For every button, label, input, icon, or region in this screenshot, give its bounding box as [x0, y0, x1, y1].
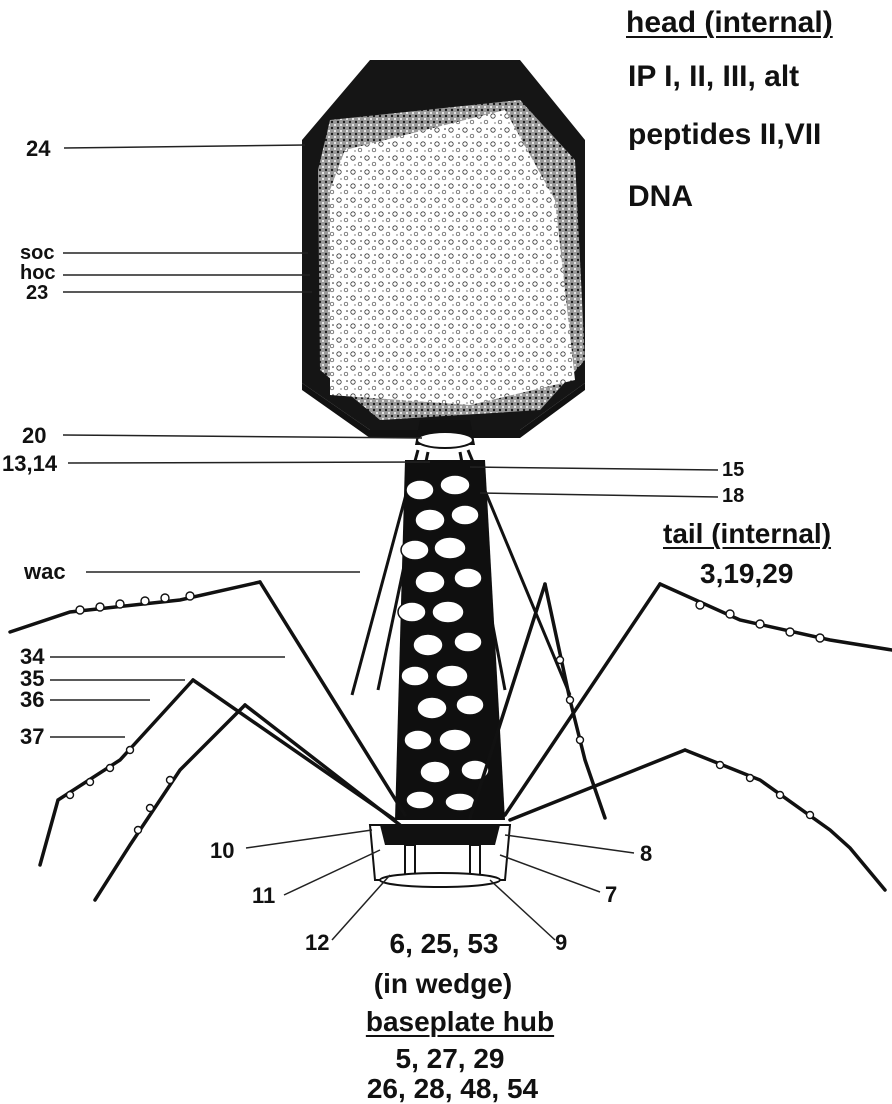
head-internal-title: head (internal) — [626, 8, 833, 38]
label-8: 8 — [640, 843, 652, 865]
label-24: 24 — [26, 138, 50, 160]
label-36: 36 — [20, 689, 44, 711]
label-9: 9 — [555, 932, 567, 954]
label-13-14: 13,14 — [2, 453, 57, 475]
label-soc: soc — [20, 243, 54, 263]
hub-genes-2: 26, 28, 48, 54 — [345, 1075, 560, 1103]
head-internal-line2: peptides II,VII — [628, 120, 821, 150]
head-capsid — [302, 60, 585, 438]
hub-wedge-note: (in wedge) — [358, 970, 528, 998]
tail-internal-line1: 3,19,29 — [700, 560, 793, 588]
label-7: 7 — [605, 884, 617, 906]
label-wac: wac — [24, 561, 66, 583]
hub-genes-1: 5, 27, 29 — [380, 1045, 520, 1073]
hub-title: baseplate hub — [350, 1008, 570, 1036]
label-15: 15 — [722, 460, 744, 480]
label-10: 10 — [210, 840, 234, 862]
label-23: 23 — [26, 283, 48, 303]
collar — [415, 420, 475, 448]
label-18: 18 — [722, 486, 744, 506]
label-12: 12 — [305, 932, 329, 954]
hub-wedge-genes: 6, 25, 53 — [374, 930, 514, 958]
head-internal-line3: DNA — [628, 182, 693, 212]
label-37: 37 — [20, 726, 44, 748]
label-hoc: hoc — [20, 263, 56, 283]
baseplate — [370, 825, 510, 887]
label-11: 11 — [252, 885, 275, 907]
tail-internal-title: tail (internal) — [663, 520, 831, 548]
label-20: 20 — [22, 425, 46, 447]
head-internal-line1: IP I, II, III, alt — [628, 62, 799, 92]
label-34: 34 — [20, 646, 44, 668]
